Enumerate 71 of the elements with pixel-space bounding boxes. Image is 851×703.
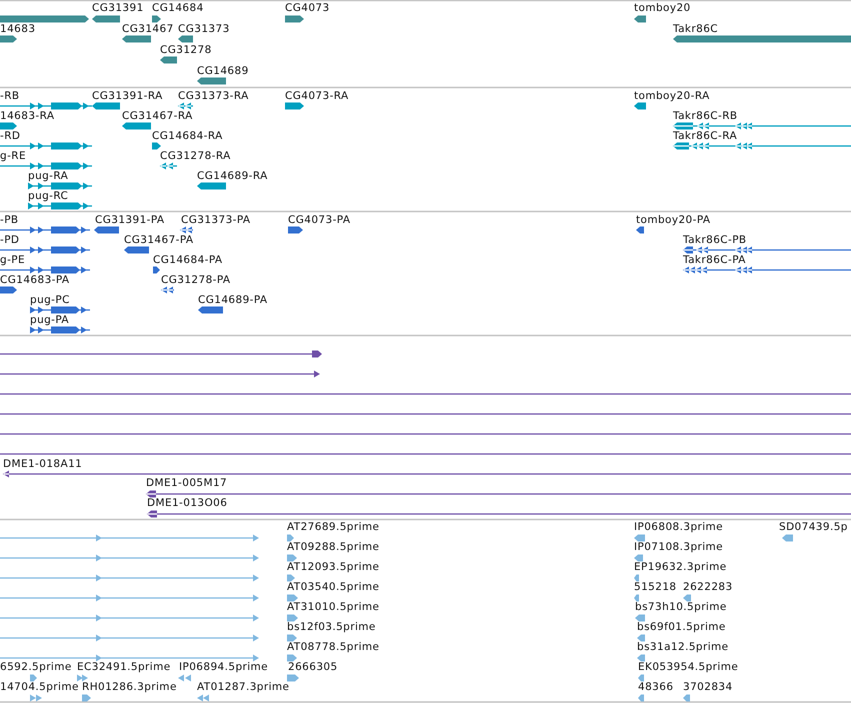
protein-label: CG31467-PA <box>124 234 194 246</box>
est-label: 515218 <box>634 580 676 594</box>
est-label: SD07439.5p <box>779 520 848 534</box>
protein-label: -PB <box>0 214 19 226</box>
est-label: EK053954.5prime <box>638 660 738 674</box>
protein-label: pug-PA <box>30 314 70 326</box>
protein-label: Takr86C-PA <box>683 254 746 266</box>
protein-label: CG31373-PA <box>181 214 251 226</box>
protein-label: CG31278-PA <box>161 274 231 286</box>
protein-label: tomboy20-PA <box>636 214 710 226</box>
est-label: 3702834 <box>683 680 733 694</box>
gene-label: 14683 <box>0 22 36 36</box>
est-label: AT31010.5prime <box>287 600 380 614</box>
est-label: IP07108.3prime <box>634 540 724 554</box>
protein-label: pug-PC <box>30 294 70 306</box>
est-label: EP19632.3prime <box>634 560 727 574</box>
transcript-label: Takr86C-RA <box>673 130 738 142</box>
transcript-label: pug-RA <box>28 170 68 182</box>
clone-label: DME1-013O06 <box>147 496 228 510</box>
transcript-label: CG14689-RA <box>197 170 268 182</box>
transcript-label: CG31278-RA <box>160 150 231 162</box>
est-label: bs12f03.5prime <box>287 620 376 634</box>
est-label: bs69f01.5prime <box>637 620 726 634</box>
clone-label: DME1-005M17 <box>146 476 228 490</box>
est-label: 6592.5prime <box>0 660 72 674</box>
est-label: bs73h10.5prime <box>635 600 727 614</box>
gene-label: CG31467 <box>122 22 174 36</box>
gene-label: CG14684 <box>152 2 204 14</box>
est-label: AT03540.5prime <box>287 580 380 594</box>
est-label: AT09288.5prime <box>287 540 380 554</box>
est-label: AT01287.3prime <box>197 680 290 694</box>
protein-label: CG31391-PA <box>95 214 165 226</box>
est-label: IP06808.3prime <box>634 520 724 534</box>
protein-label: CG14684-PA <box>153 254 223 266</box>
transcript-label: CG14684-RA <box>152 130 223 142</box>
est-label: EC32491.5prime <box>77 660 171 674</box>
est-label: RH01286.3prime <box>82 680 177 694</box>
est-label: 14704.5prime <box>0 680 79 694</box>
protein-label: g-PE <box>0 254 26 266</box>
transcript-label: CG4073-RA <box>285 90 349 102</box>
gene-label: CG4073 <box>285 2 330 14</box>
gene-label: CG31373 <box>178 22 230 36</box>
transcript-label: -RD <box>0 130 20 142</box>
gene-label: tomboy20 <box>634 2 691 14</box>
transcript-label: CG31467-RA <box>122 110 193 122</box>
est-label: 2666305 <box>288 660 338 674</box>
est-label: 2622283 <box>683 580 733 594</box>
transcript-label: 14683-RA <box>0 110 54 122</box>
transcript-label: g-RE <box>0 150 26 162</box>
transcript-label: -RB <box>0 90 20 102</box>
gene-label: CG31278 <box>160 44 212 56</box>
gene-label: CG14689 <box>197 64 249 78</box>
transcript-label: CG31373-RA <box>178 90 249 102</box>
est-label: bs31a12.5prime <box>637 640 728 654</box>
transcript-label: Takr86C-RB <box>673 110 738 122</box>
transcript-label: tomboy20-RA <box>634 90 710 102</box>
protein-label: -PD <box>0 234 20 246</box>
est-label: AT27689.5prime <box>287 520 380 534</box>
protein-label: CG14689-PA <box>198 294 268 306</box>
protein-label: CG14683-PA <box>0 274 70 286</box>
est-label: AT12093.5prime <box>287 560 380 574</box>
gene-label: CG31391 <box>92 2 144 14</box>
est-label: AT08778.5prime <box>287 640 380 654</box>
transcript-label: CG31391-RA <box>92 90 163 102</box>
gene-label: Takr86C <box>673 22 718 36</box>
clone-label: DME1-018A11 <box>3 458 82 470</box>
protein-label: Takr86C-PB <box>683 234 747 246</box>
protein-label: CG4073-PA <box>288 214 350 226</box>
est-label: 48366 <box>638 680 674 694</box>
est-label: IP06894.5prime <box>179 660 268 674</box>
transcript-label: pug-RC <box>28 190 68 202</box>
